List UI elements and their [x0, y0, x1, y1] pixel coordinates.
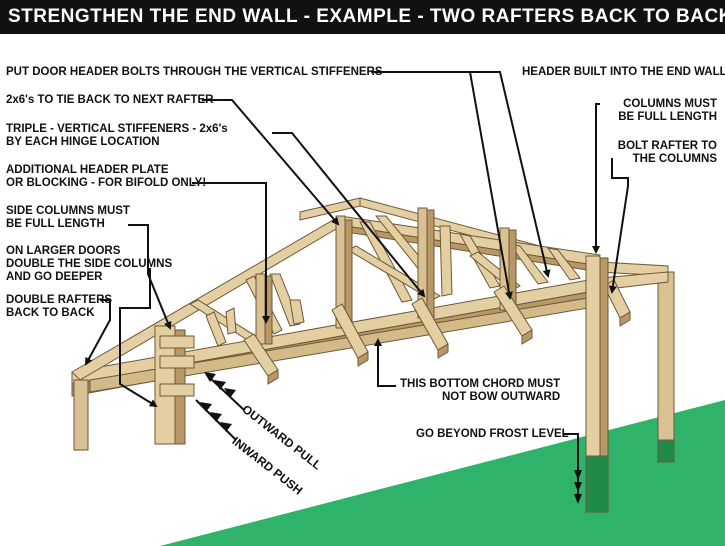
tie-back-blocks: [243, 279, 631, 385]
label-double-rafters: DOUBLE RAFTERS BACK TO BACK: [6, 294, 112, 320]
label-frost-level: GO BEYOND FROST LEVEL: [416, 428, 569, 440]
label-bottom-chord-line2: NOT BOW OUTWARD: [441, 391, 561, 403]
label-larger-doors-line1: ON LARGER DOORS: [6, 245, 121, 257]
title-bar: STRENGTHEN THE END WALL - EXAMPLE - TWO …: [0, 0, 725, 34]
label-bottom-chord-line1: THIS BOTTOM CHORD MUST: [400, 378, 561, 390]
force-arrows: [195, 372, 582, 504]
label-triple-stiffeners-line2: BY EACH HINGE LOCATION: [6, 136, 160, 148]
label-columns-full: COLUMNS MUST BE FULL LENGTH: [618, 98, 717, 124]
label-larger-doors-line2: DOUBLE THE SIDE COLUMNS: [6, 258, 173, 270]
label-additional-header-line2: OR BLOCKING - FOR BIFOLD ONLY!: [6, 177, 207, 189]
label-tie-back: 2x6's TO TIE BACK TO NEXT RAFTER: [6, 94, 214, 106]
far-side-columns: [657, 271, 675, 463]
label-side-columns-line1: SIDE COLUMNS MUST: [6, 205, 130, 217]
label-double-rafters-line1: DOUBLE RAFTERS: [6, 294, 113, 306]
ground-slope: [160, 400, 725, 546]
label-larger-doors-line3: AND GO DEEPER: [6, 271, 103, 283]
bottom-chord: [71, 271, 669, 397]
label-bolt-rafter: BOLT RAFTER TO THE COLUMNS: [618, 140, 717, 166]
label-door-header-bolts: PUT DOOR HEADER BOLTS THROUGH THE VERTIC…: [6, 66, 383, 78]
label-bolt-rafter-line2: THE COLUMNS: [632, 153, 717, 165]
label-additional-header: ADDITIONAL HEADER PLATE OR BLOCKING - FO…: [6, 164, 206, 190]
label-side-columns: SIDE COLUMNS MUST BE FULL LENGTH: [6, 205, 130, 231]
label-bottom-chord: THIS BOTTOM CHORD MUST NOT BOW OUTWARD: [400, 378, 560, 404]
label-additional-header-line1: ADDITIONAL HEADER PLATE: [6, 164, 169, 176]
left-side-columns: [73, 325, 195, 451]
label-header-built: HEADER BUILT INTO THE END WALL: [522, 66, 725, 78]
label-columns-full-line2: BE FULL LENGTH: [618, 111, 717, 123]
label-columns-full-line1: COLUMNS MUST: [623, 98, 717, 110]
label-side-columns-line2: BE FULL LENGTH: [6, 218, 105, 230]
leader-lines: [85, 71, 629, 500]
label-triple-stiffeners: TRIPLE - VERTICAL STIFFENERS - 2x6's BY …: [6, 123, 228, 149]
label-larger-doors: ON LARGER DOORS DOUBLE THE SIDE COLUMNS …: [6, 245, 172, 284]
diagram-title: STRENGTHEN THE END WALL - EXAMPLE - TWO …: [8, 6, 725, 27]
label-bolt-rafter-line1: BOLT RAFTER TO: [617, 140, 717, 152]
label-double-rafters-line2: BACK TO BACK: [6, 307, 95, 319]
front-right-column: [585, 255, 609, 513]
label-triple-stiffeners-line1: TRIPLE - VERTICAL STIFFENERS - 2x6's: [6, 123, 228, 135]
